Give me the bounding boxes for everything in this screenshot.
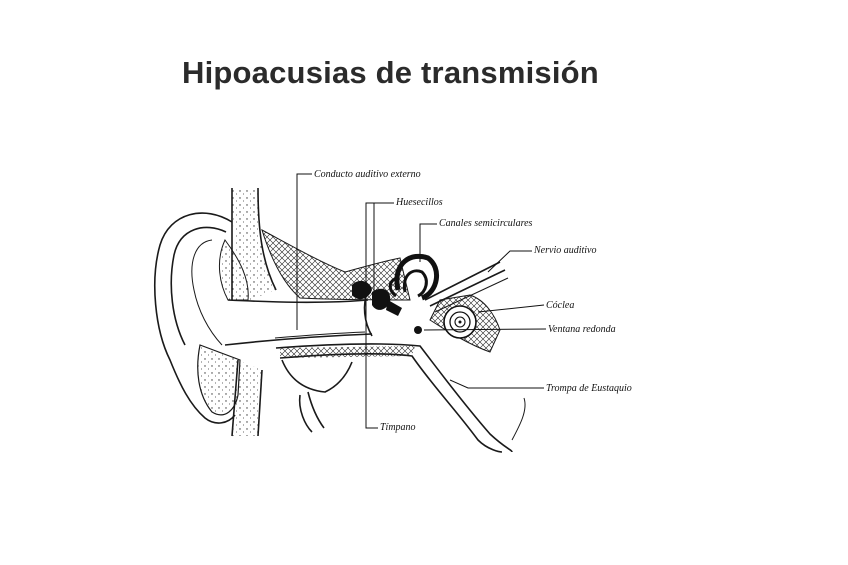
label-nervio: Nervio auditivo [533,245,597,256]
label-canales: Canales semicirculares [439,218,533,229]
pinna [155,213,248,423]
eustachian-tube [276,344,525,452]
jaw-structures [282,360,352,432]
cochlea [444,306,476,338]
label-ventana: Ventana redonda [548,324,616,335]
label-coclea: Cóclea [546,300,574,311]
temporal-bone [232,188,276,436]
label-conducto: Conducto auditivo externo [314,169,421,180]
external-canal [225,300,372,345]
round-window [414,326,422,334]
label-trompa: Trompa de Eustaquio [546,383,632,394]
petrous-bone [262,230,410,300]
label-timpano: Tímpano [380,422,416,433]
label-huesecillos: Huesecillos [395,197,443,208]
